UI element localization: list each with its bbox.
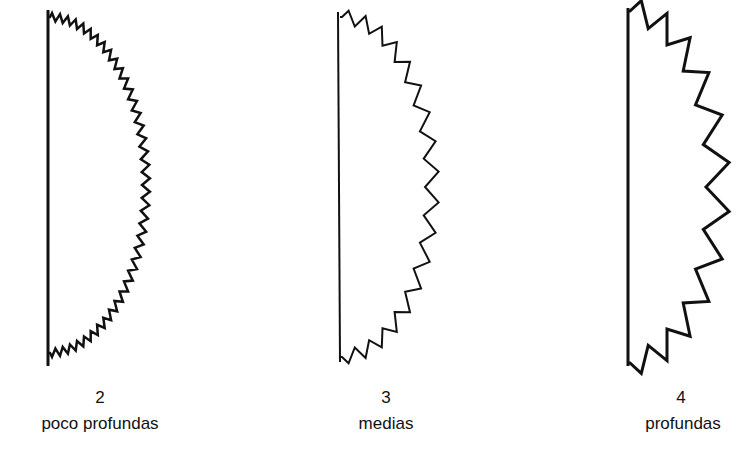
callout-number: 3 bbox=[381, 388, 390, 408]
callout-number: 2 bbox=[95, 388, 104, 408]
base-line bbox=[47, 10, 50, 366]
shallow-teeth-outline bbox=[48, 13, 150, 357]
medium-teeth-outline bbox=[340, 11, 439, 364]
base-line bbox=[338, 12, 340, 362]
margin-type-label: poco profundas bbox=[41, 414, 158, 434]
callout-number: 4 bbox=[676, 388, 685, 408]
margin-type-label: profundas bbox=[645, 414, 721, 434]
deep-teeth-outline bbox=[628, 1, 729, 374]
margin-type-label: medias bbox=[359, 414, 414, 434]
base-line bbox=[627, 8, 630, 366]
